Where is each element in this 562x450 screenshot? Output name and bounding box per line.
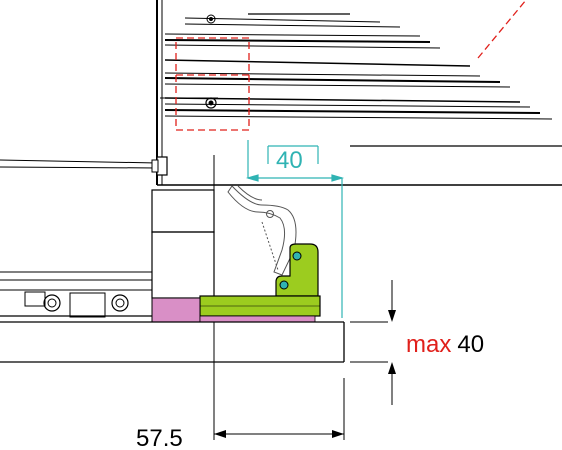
green-clamp [199, 243, 321, 317]
base-plate [0, 321, 345, 363]
max-prefix: max [406, 331, 451, 358]
clearance-dimension [245, 140, 345, 318]
left-rail [0, 271, 152, 323]
offset-dimension-label: 57.5 [136, 425, 183, 450]
clearance-dimension-label: 40 [276, 147, 303, 174]
max-value: 40 [457, 331, 484, 358]
clamp-arm [227, 185, 297, 276]
machine-frame [0, 0, 562, 186]
max-dimension [350, 280, 396, 405]
detail-box [175, 0, 527, 131]
offset-dimension [214, 378, 345, 440]
profile-rails [160, 13, 562, 147]
pink-pad [151, 297, 201, 323]
pink-pad-strip [199, 315, 316, 323]
